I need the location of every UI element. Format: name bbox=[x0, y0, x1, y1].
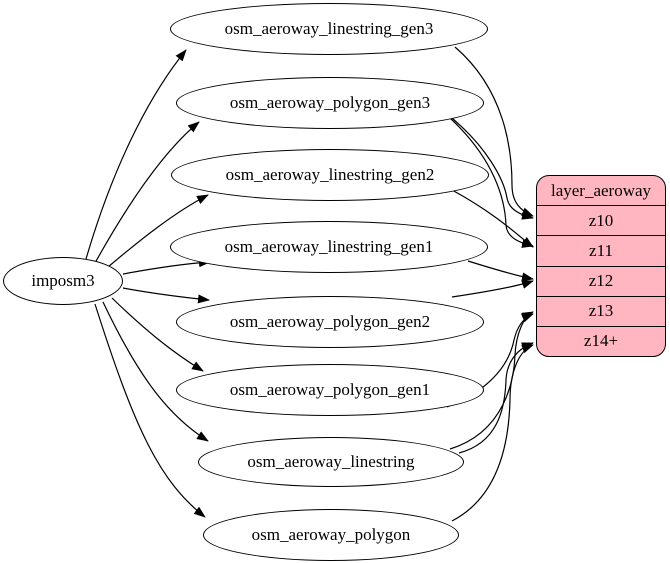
edge-imposm3-to-osm-aeroway-polygon-gen2 bbox=[122, 287, 210, 304]
edge-osm-aeroway-polygon-to-z14 bbox=[451, 344, 534, 522]
edge-osm-aeroway-linestring-gen1-to-z12 bbox=[467, 260, 534, 282]
edge-imposm3-to-osm-aeroway-linestring bbox=[102, 301, 209, 442]
node-osm-aeroway-linestring-gen1: osm_aeroway_linestring_gen1 bbox=[170, 221, 488, 273]
edge-osm-aeroway-linestring-to-z14 bbox=[458, 342, 534, 454]
edge-imposm3-to-osm-aeroway-polygon-gen1 bbox=[111, 297, 204, 372]
node-osm-aeroway-linestring-gen3: osm_aeroway_linestring_gen3 bbox=[170, 3, 488, 55]
table-label: osm_aeroway_linestring_gen2 bbox=[225, 165, 435, 184]
table-label: osm_aeroway_linestring_gen1 bbox=[224, 237, 434, 256]
table-label: osm_aeroway_polygon_gen3 bbox=[229, 93, 431, 112]
edge-osm-aeroway-polygon-gen3-to-z11 bbox=[449, 117, 534, 248]
node-osm-aeroway-polygon-gen1: osm_aeroway_polygon_gen1 bbox=[176, 364, 484, 416]
table-label: osm_aeroway_linestring_gen3 bbox=[224, 19, 434, 38]
edge-osm-aeroway-linestring-gen2-to-z11 bbox=[451, 189, 534, 248]
node-osm-aeroway-polygon: osm_aeroway_polygon bbox=[203, 509, 459, 561]
edge-imposm3-to-osm-aeroway-linestring-gen3 bbox=[85, 49, 187, 260]
edge-imposm3-to-osm-aeroway-polygon-gen3 bbox=[94, 121, 200, 264]
node-osm-aeroway-polygon-gen2: osm_aeroway_polygon_gen2 bbox=[176, 296, 484, 348]
edge-osm-aeroway-polygon-gen2-to-z12 bbox=[451, 280, 534, 298]
node-layer-aeroway: layer_aeroway z10 z11 z12 z13 z14+ bbox=[536, 175, 666, 357]
layer-row-z12: z12 bbox=[537, 265, 665, 296]
layer-aeroway-title: layer_aeroway bbox=[550, 180, 652, 200]
edge-osm-aeroway-linestring-gen3-to-z10 bbox=[454, 46, 534, 217]
edge-osm-aeroway-polygon-gen3-to-z10 bbox=[446, 113, 534, 220]
node-imposm3: imposm3 bbox=[3, 257, 123, 305]
node-imposm3-label: imposm3 bbox=[31, 271, 95, 290]
edge-imposm3-to-osm-aeroway-linestring-gen1 bbox=[122, 258, 211, 275]
node-osm-aeroway-linestring: osm_aeroway_linestring bbox=[198, 437, 464, 487]
edge-imposm3-to-osm-aeroway-polygon bbox=[94, 303, 206, 518]
node-osm-aeroway-linestring-gen2: osm_aeroway_linestring_gen2 bbox=[171, 149, 489, 201]
node-osm-aeroway-polygon-gen3: osm_aeroway_polygon_gen3 bbox=[176, 77, 484, 129]
layer-row-z13: z13 bbox=[537, 295, 665, 326]
edge-imposm3-to-osm-aeroway-linestring-gen2 bbox=[107, 194, 209, 268]
table-label: osm_aeroway_polygon_gen1 bbox=[229, 380, 431, 399]
edge-osm-aeroway-linestring-to-z13 bbox=[449, 311, 534, 450]
layer-row-z14: z14+ bbox=[537, 325, 665, 356]
table-label: osm_aeroway_linestring bbox=[247, 452, 415, 471]
layer-row-z11: z11 bbox=[537, 235, 665, 265]
table-label: osm_aeroway_polygon_gen2 bbox=[229, 312, 431, 331]
layer-row-z10: z10 bbox=[537, 205, 665, 235]
table-label: osm_aeroway_polygon bbox=[251, 525, 411, 544]
